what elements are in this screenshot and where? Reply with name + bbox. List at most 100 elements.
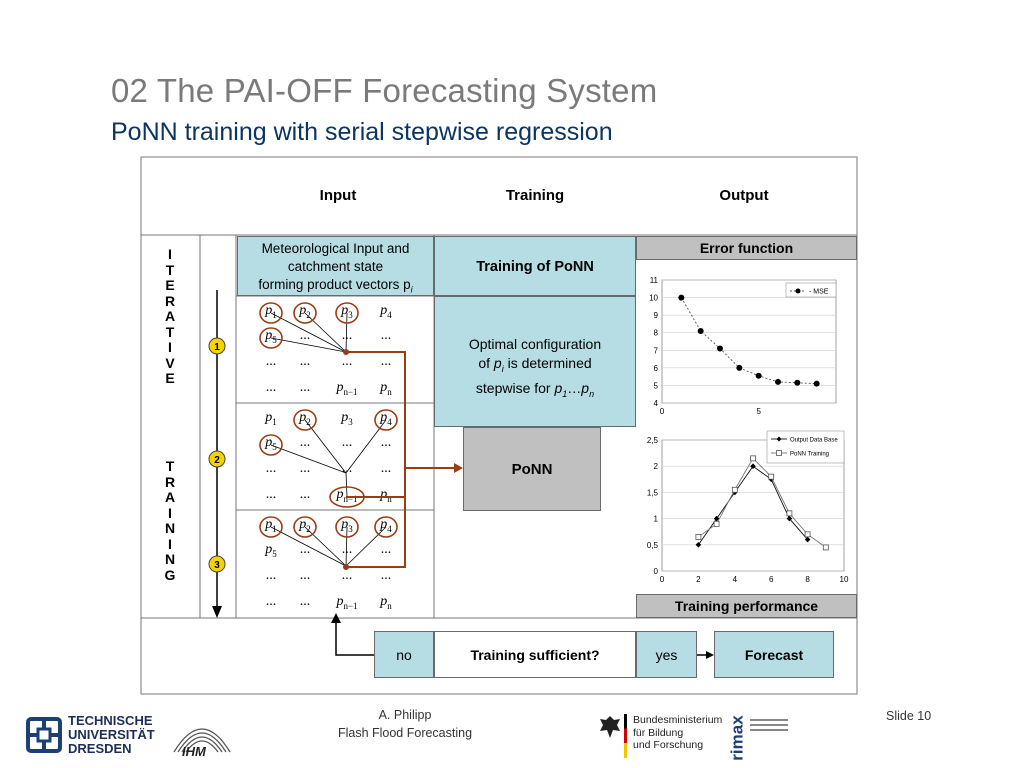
- ellipsis: ...: [380, 435, 392, 450]
- training-letter: T: [165, 458, 175, 474]
- iterative-letter: R: [164, 292, 176, 309]
- header-output: Output: [719, 187, 769, 204]
- matrix-connector: [270, 337, 347, 353]
- x-tick-label: 6: [769, 575, 774, 584]
- footer-project: Flash Flood Forecasting: [337, 726, 473, 740]
- x-tick-label: 5: [756, 407, 761, 416]
- product-vector: pn−1: [336, 487, 358, 504]
- ellipsis: ...: [265, 354, 277, 369]
- tu-dresden-wordmark: TECHNISCHE UNIVERSITÄT DRESDEN: [68, 714, 155, 756]
- slide-subtitle: PoNN training with serial stepwise regre…: [111, 118, 613, 146]
- iterative-letter: E: [165, 370, 175, 386]
- ellipsis: ...: [380, 542, 392, 557]
- ellipsis: ...: [299, 435, 311, 450]
- product-vector: p4: [380, 303, 392, 320]
- data-point: [755, 372, 762, 379]
- product-vector: p1: [265, 517, 277, 534]
- ellipsis: ...: [265, 380, 277, 395]
- no-box: no: [374, 631, 434, 678]
- legend-box: [766, 430, 845, 464]
- training-performance-bar: Training performance: [636, 594, 857, 618]
- rimax-wordmark: rimax: [727, 715, 747, 761]
- y-tick-label: 1: [654, 515, 659, 524]
- y-tick-label: 2: [654, 462, 659, 471]
- product-vector: p5: [265, 542, 277, 559]
- selected-vector-ring: [259, 516, 283, 538]
- slide-number: Slide 10: [886, 709, 932, 723]
- ellipsis: ...: [341, 328, 353, 343]
- product-vector: pn−1: [336, 380, 358, 397]
- bmbf-line-1: Bundesministerium: [633, 714, 723, 726]
- ihm-wordmark: IHM: [182, 744, 206, 759]
- matrix-connector-lines: [259, 516, 398, 567]
- data-point: [750, 455, 756, 462]
- series-line: [698, 457, 827, 548]
- data-point: [768, 473, 775, 480]
- legend-swatch-marker: [776, 436, 782, 442]
- ellipsis: ...: [299, 328, 311, 343]
- data-point: [695, 534, 702, 540]
- training-sufficient-box: Training sufficient?: [434, 631, 636, 678]
- matrix-connector: [345, 312, 348, 353]
- training-letter: N: [164, 520, 176, 536]
- y-tick-label: 5: [654, 381, 659, 390]
- tu-line-3: DRESDEN: [68, 741, 132, 756]
- ellipsis: ...: [380, 461, 392, 476]
- legend-label: Output Data Base: [790, 438, 838, 444]
- data-point: [695, 542, 702, 548]
- legend-label: PoNN Training: [790, 452, 829, 458]
- matrix-connector-lines: [259, 302, 359, 353]
- data-point: [713, 520, 720, 527]
- optimal-config-line-3: stepwise for p1…pn: [475, 379, 595, 399]
- step-1-badge: 1: [208, 337, 226, 355]
- ponn-box: PoNN: [463, 427, 601, 511]
- y-tick-label: 8: [654, 329, 659, 338]
- header-training: Training: [505, 187, 565, 204]
- data-point: [775, 378, 781, 385]
- ellipsis: ...: [299, 542, 311, 557]
- product-vector: p3: [341, 303, 353, 320]
- selected-vector-ring: [259, 302, 283, 324]
- footer-author: A. Philipp: [378, 708, 432, 722]
- german-flag-stripe: [624, 714, 627, 758]
- selected-vector-ring: [374, 516, 398, 538]
- ellipsis: ...: [299, 380, 311, 395]
- step-2-badge: 2: [208, 450, 226, 468]
- data-point: [713, 515, 720, 522]
- tu-line-1: TECHNISCHE: [68, 713, 153, 728]
- series-line: [680, 297, 817, 385]
- iterative-letter: I: [168, 339, 172, 355]
- y-tick-label: 9: [654, 311, 659, 320]
- training-letter: I: [168, 504, 172, 521]
- iterative-letter: E: [165, 277, 175, 293]
- matrix-connector: [270, 312, 347, 353]
- optimal-config-line-2: of pi is determined: [478, 355, 592, 374]
- training-letter: A: [164, 489, 176, 505]
- ellipsis: ...: [265, 594, 277, 609]
- ellipsis: ...: [265, 487, 277, 502]
- iterative-letter: T: [165, 261, 175, 278]
- ellipsis: ...: [341, 435, 353, 450]
- training-letter: R: [164, 473, 176, 490]
- product-vector: pn−1: [336, 594, 358, 611]
- iterative-letter: V: [165, 354, 175, 371]
- selected-vector-ring: [293, 516, 317, 538]
- ellipsis: ...: [380, 568, 392, 583]
- tu-line-2: UNIVERSITÄT: [68, 727, 155, 742]
- ellipsis: ...: [341, 461, 353, 476]
- training-letter: N: [164, 551, 176, 567]
- data-point: [822, 544, 829, 551]
- matrix-connector: [270, 526, 347, 567]
- x-tick-label: 0: [660, 407, 665, 416]
- legend-box: [785, 282, 837, 298]
- x-tick-label: 2: [696, 575, 701, 584]
- y-tick-label: 11: [650, 276, 659, 285]
- data-point: [697, 327, 704, 334]
- ellipsis: ...: [380, 328, 392, 343]
- product-vector: p4: [380, 517, 392, 534]
- data-point: [678, 294, 685, 301]
- input-desc-line-3: forming product vectors pi: [258, 277, 413, 295]
